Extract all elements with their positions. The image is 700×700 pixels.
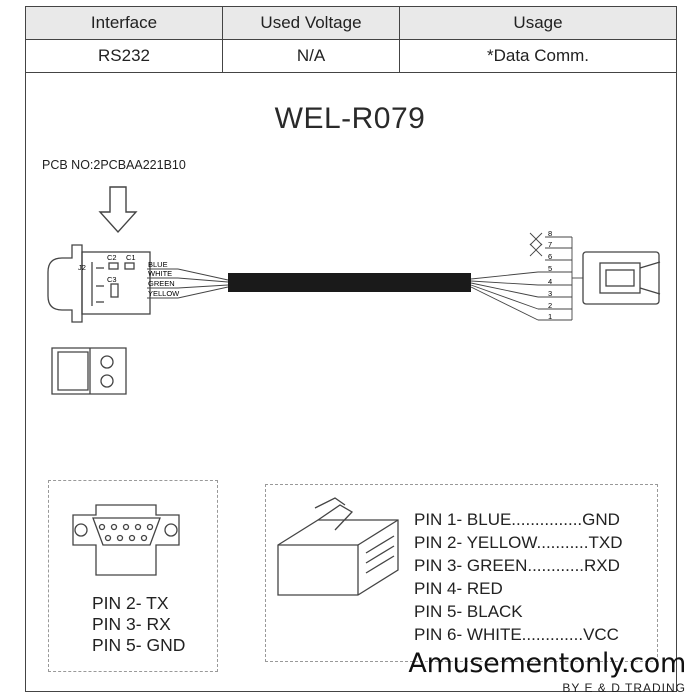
- rj-plug-side: [582, 251, 661, 305]
- db9-pinout-list: PIN 2- TX PIN 3- RX PIN 5- GND: [92, 593, 185, 656]
- rj-pin-numbers: 8 7 6 5 4 3 2 1: [548, 229, 552, 321]
- rj-pin-6: 6: [548, 252, 552, 261]
- model-title: WEL-R079: [274, 102, 426, 135]
- value-usage: *Data Comm.: [399, 39, 677, 73]
- db9-connector-side: [47, 244, 151, 323]
- c1-label: C1: [126, 253, 136, 262]
- spec-table: Interface Used Voltage Usage RS232 N/A *…: [25, 6, 677, 73]
- wire-label-blue: BLUE: [148, 260, 168, 269]
- spec-value-row: RS232 N/A *Data Comm.: [25, 39, 677, 73]
- db9-pin-3: PIN 3- RX: [92, 614, 171, 634]
- rj-pinout-4: PIN 4- RED: [414, 579, 503, 598]
- db9-pin-5: PIN 5- GND: [92, 635, 186, 655]
- brand-tagline: BY E & D TRADING: [562, 681, 686, 695]
- c2-label: C2: [107, 253, 117, 262]
- rj-pinout-6: PIN 6- WHITE.............VCC: [414, 625, 619, 644]
- down-arrow-icon: [98, 186, 138, 234]
- rj-pin-2: 2: [548, 301, 552, 310]
- rj-pinout-list: PIN 1- BLUE...............GND PIN 2- YEL…: [414, 508, 622, 646]
- cable: [228, 273, 471, 292]
- brand-watermark: Amusementonly.com: [408, 648, 686, 679]
- rj-pinout-3: PIN 3- GREEN............RXD: [414, 556, 620, 575]
- header-usage: Usage: [399, 6, 677, 40]
- db9-pinout-box: [48, 480, 218, 672]
- rj-pin-8: 8: [548, 229, 552, 238]
- rj-pin-4: 4: [548, 277, 552, 286]
- db9-pin-2: PIN 2- TX: [92, 593, 169, 613]
- j2-label: J2: [78, 263, 86, 272]
- rj-pinout-box: [265, 484, 658, 662]
- wire-label-green: GREEN: [148, 279, 175, 288]
- db9-back-view: [51, 347, 127, 395]
- rj-pin-5: 5: [548, 264, 552, 273]
- rj-plug-3d: [277, 497, 399, 596]
- rj-pin-1: 1: [548, 312, 552, 321]
- rj-pinout-1: PIN 1- BLUE...............GND: [414, 510, 620, 529]
- right-wires: [470, 232, 583, 321]
- rj-pin-7: 7: [548, 240, 552, 249]
- pcb-number: PCB NO:2PCBAA221B10: [42, 158, 186, 172]
- rj-pinout-2: PIN 2- YELLOW...........TXD: [414, 533, 623, 552]
- rj-pin-3: 3: [548, 289, 552, 298]
- value-used-voltage: N/A: [222, 39, 400, 73]
- wire-label-yellow: YELLOW: [148, 289, 180, 298]
- wire-label-white: WHITE: [148, 269, 172, 278]
- db9-face: [72, 504, 180, 576]
- header-used-voltage: Used Voltage: [222, 6, 400, 40]
- left-wires: [147, 268, 229, 299]
- c3-label: C3: [107, 275, 117, 284]
- rj-pinout-5: PIN 5- BLACK: [414, 602, 523, 621]
